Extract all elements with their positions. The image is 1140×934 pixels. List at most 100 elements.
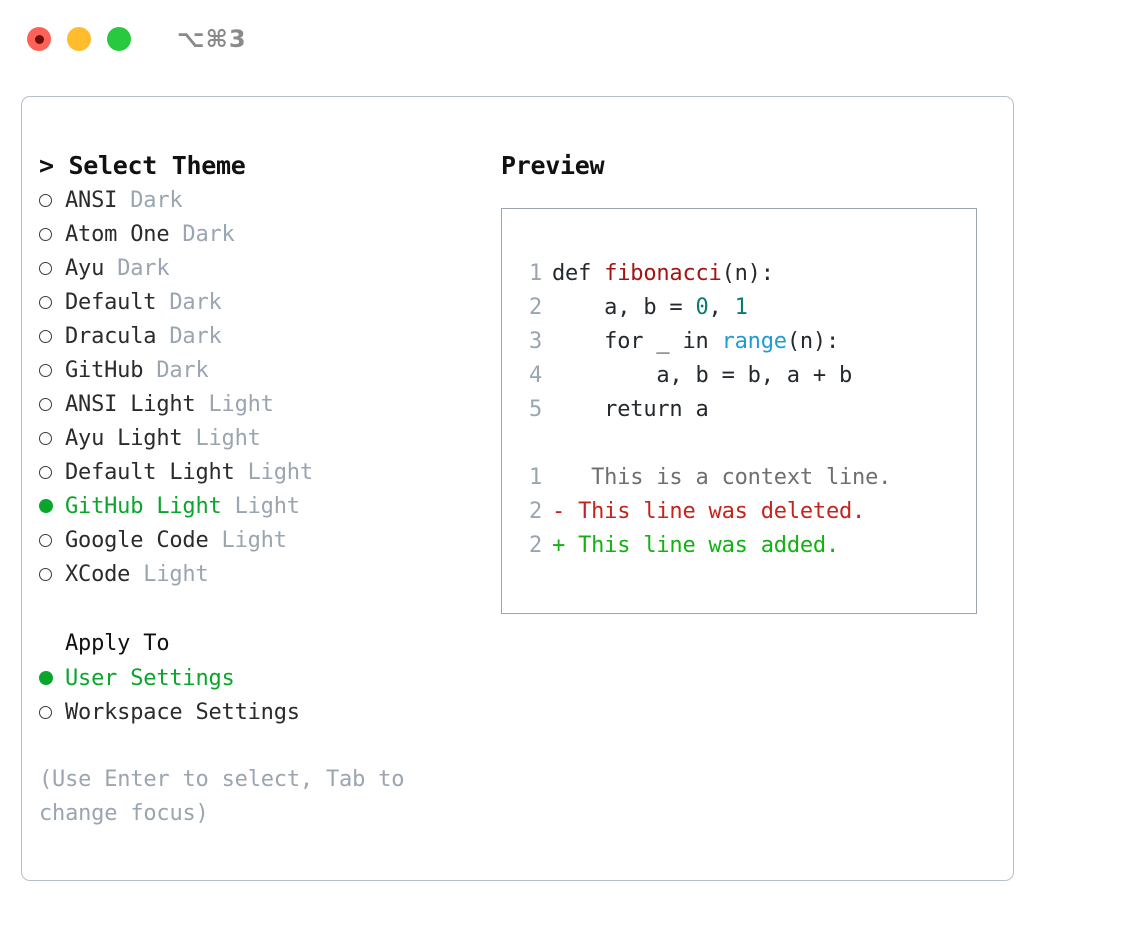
preview-heading: Preview (501, 151, 605, 180)
theme-list-item[interactable]: Default Dark (39, 285, 489, 319)
number-token: 1 (734, 295, 748, 320)
line-number: 2 (528, 499, 542, 524)
apply-to-option-workspace-settings[interactable]: Workspace Settings (39, 695, 489, 729)
theme-name: GitHub (65, 357, 144, 383)
radio-unselected-icon[interactable] (39, 353, 65, 387)
diff-sign: + (552, 533, 566, 558)
apply-to-option-user-settings[interactable]: User Settings (39, 661, 489, 695)
diff-line-context: 1 This is a context line. (516, 461, 968, 495)
theme-selector-column: > Select Theme ANSI Dark Atom One Dark A… (39, 149, 489, 831)
line-number: 1 (528, 465, 542, 490)
keyboard-shortcut-label: ⌥⌘3 (177, 25, 247, 53)
function-name-token: fibonacci (604, 261, 722, 286)
apply-to-heading: Apply To (65, 631, 170, 656)
theme-name: ANSI Light (65, 391, 196, 417)
code-diff-separator (516, 427, 968, 461)
theme-list-item-selected[interactable]: GitHub Light Light (39, 489, 489, 523)
main-panel: > Select Theme ANSI Dark Atom One Dark A… (21, 96, 1014, 881)
radio-selected-icon[interactable] (39, 661, 65, 695)
line-number: 2 (528, 533, 542, 558)
line-number: 1 (528, 261, 542, 286)
close-button[interactable] (27, 27, 51, 51)
code-line: 4 a, b = b, a + b (516, 359, 968, 393)
theme-name: Atom One (65, 221, 170, 247)
theme-list: ANSI Dark Atom One Dark Ayu Dark Default… (39, 183, 489, 591)
line-number: 3 (528, 329, 542, 354)
minimize-button[interactable] (67, 27, 91, 51)
theme-variant: Dark (156, 357, 209, 383)
code-content: return a (552, 397, 709, 422)
theme-name: GitHub Light (65, 494, 222, 519)
builtin-token: range (721, 329, 787, 354)
theme-variant: Dark (130, 187, 183, 213)
theme-variant: Dark (169, 323, 222, 349)
line-number: 4 (528, 363, 542, 388)
theme-name: Default Light (65, 459, 235, 485)
theme-name: Ayu (65, 255, 105, 281)
code-line: 1 def fibonacci(n): (516, 257, 968, 291)
radio-selected-icon[interactable] (39, 489, 65, 523)
theme-variant: Dark (169, 289, 222, 315)
radio-unselected-icon[interactable] (39, 455, 65, 489)
keyboard-hint-text: (Use Enter to select, Tab to change focu… (39, 767, 405, 826)
number-token: 0 (695, 295, 709, 320)
theme-variant: Light (234, 494, 300, 519)
theme-name: Default (65, 289, 157, 315)
line-number: 5 (528, 397, 542, 422)
close-icon (34, 34, 44, 44)
theme-list-item[interactable]: XCode Light (39, 557, 489, 591)
title-bar: ⌥⌘3 (0, 0, 1140, 78)
diff-text: This line was deleted. (565, 499, 866, 524)
preview-column: Preview 1 def fibonacci(n): 2 a, b = 0, … (501, 149, 991, 614)
theme-name: Ayu Light (65, 425, 183, 451)
apply-to-list: User Settings Workspace Settings (39, 661, 489, 729)
theme-variant: Light (247, 459, 313, 485)
apply-to-label: Workspace Settings (65, 699, 300, 725)
hint-gap (39, 729, 489, 763)
diff-sign (552, 461, 565, 495)
code-content: def fibonacci(n): (552, 261, 774, 286)
code-content: a, b = 0, 1 (552, 295, 748, 320)
list-gap (39, 591, 489, 627)
diff-sign: - (552, 499, 566, 524)
code-content: for _ in range(n): (552, 329, 840, 354)
theme-list-item[interactable]: Google Code Light (39, 523, 489, 557)
radio-unselected-icon[interactable] (39, 695, 65, 729)
theme-variant: Light (143, 561, 209, 587)
theme-list-item[interactable]: Ayu Light Light (39, 421, 489, 455)
window-controls (27, 27, 131, 51)
theme-name: ANSI (65, 187, 118, 213)
code-line: 3 for _ in range(n): (516, 325, 968, 359)
select-theme-heading: > Select Theme (39, 151, 246, 180)
theme-list-item[interactable]: ANSI Light Light (39, 387, 489, 421)
radio-unselected-icon[interactable] (39, 523, 65, 557)
preview-box: 1 def fibonacci(n): 2 a, b = 0, 1 3 for … (501, 208, 977, 614)
theme-name: Google Code (65, 527, 209, 553)
code-content: a, b = b, a + b (552, 363, 853, 388)
radio-unselected-icon[interactable] (39, 557, 65, 591)
theme-name: XCode (65, 561, 131, 587)
theme-variant: Dark (117, 255, 170, 281)
radio-unselected-icon[interactable] (39, 217, 65, 251)
radio-unselected-icon[interactable] (39, 251, 65, 285)
diff-text: This is a context line. (565, 465, 892, 490)
theme-list-item[interactable]: Default Light Light (39, 455, 489, 489)
theme-variant: Dark (182, 221, 235, 247)
radio-unselected-icon[interactable] (39, 387, 65, 421)
theme-list-item[interactable]: GitHub Dark (39, 353, 489, 387)
diff-line-deleted: 2 - This line was deleted. (516, 495, 968, 529)
theme-list-item[interactable]: ANSI Dark (39, 183, 489, 217)
theme-list-item[interactable]: Atom One Dark (39, 217, 489, 251)
theme-list-item[interactable]: Ayu Dark (39, 251, 489, 285)
theme-list-item[interactable]: Dracula Dark (39, 319, 489, 353)
radio-unselected-icon[interactable] (39, 319, 65, 353)
panel-columns: > Select Theme ANSI Dark Atom One Dark A… (22, 97, 1013, 880)
radio-unselected-icon[interactable] (39, 285, 65, 319)
line-number: 2 (528, 295, 542, 320)
diff-text: This line was added. (565, 533, 839, 558)
radio-unselected-icon[interactable] (39, 421, 65, 455)
zoom-button[interactable] (107, 27, 131, 51)
radio-unselected-icon[interactable] (39, 183, 65, 217)
apply-to-label: User Settings (65, 666, 235, 691)
